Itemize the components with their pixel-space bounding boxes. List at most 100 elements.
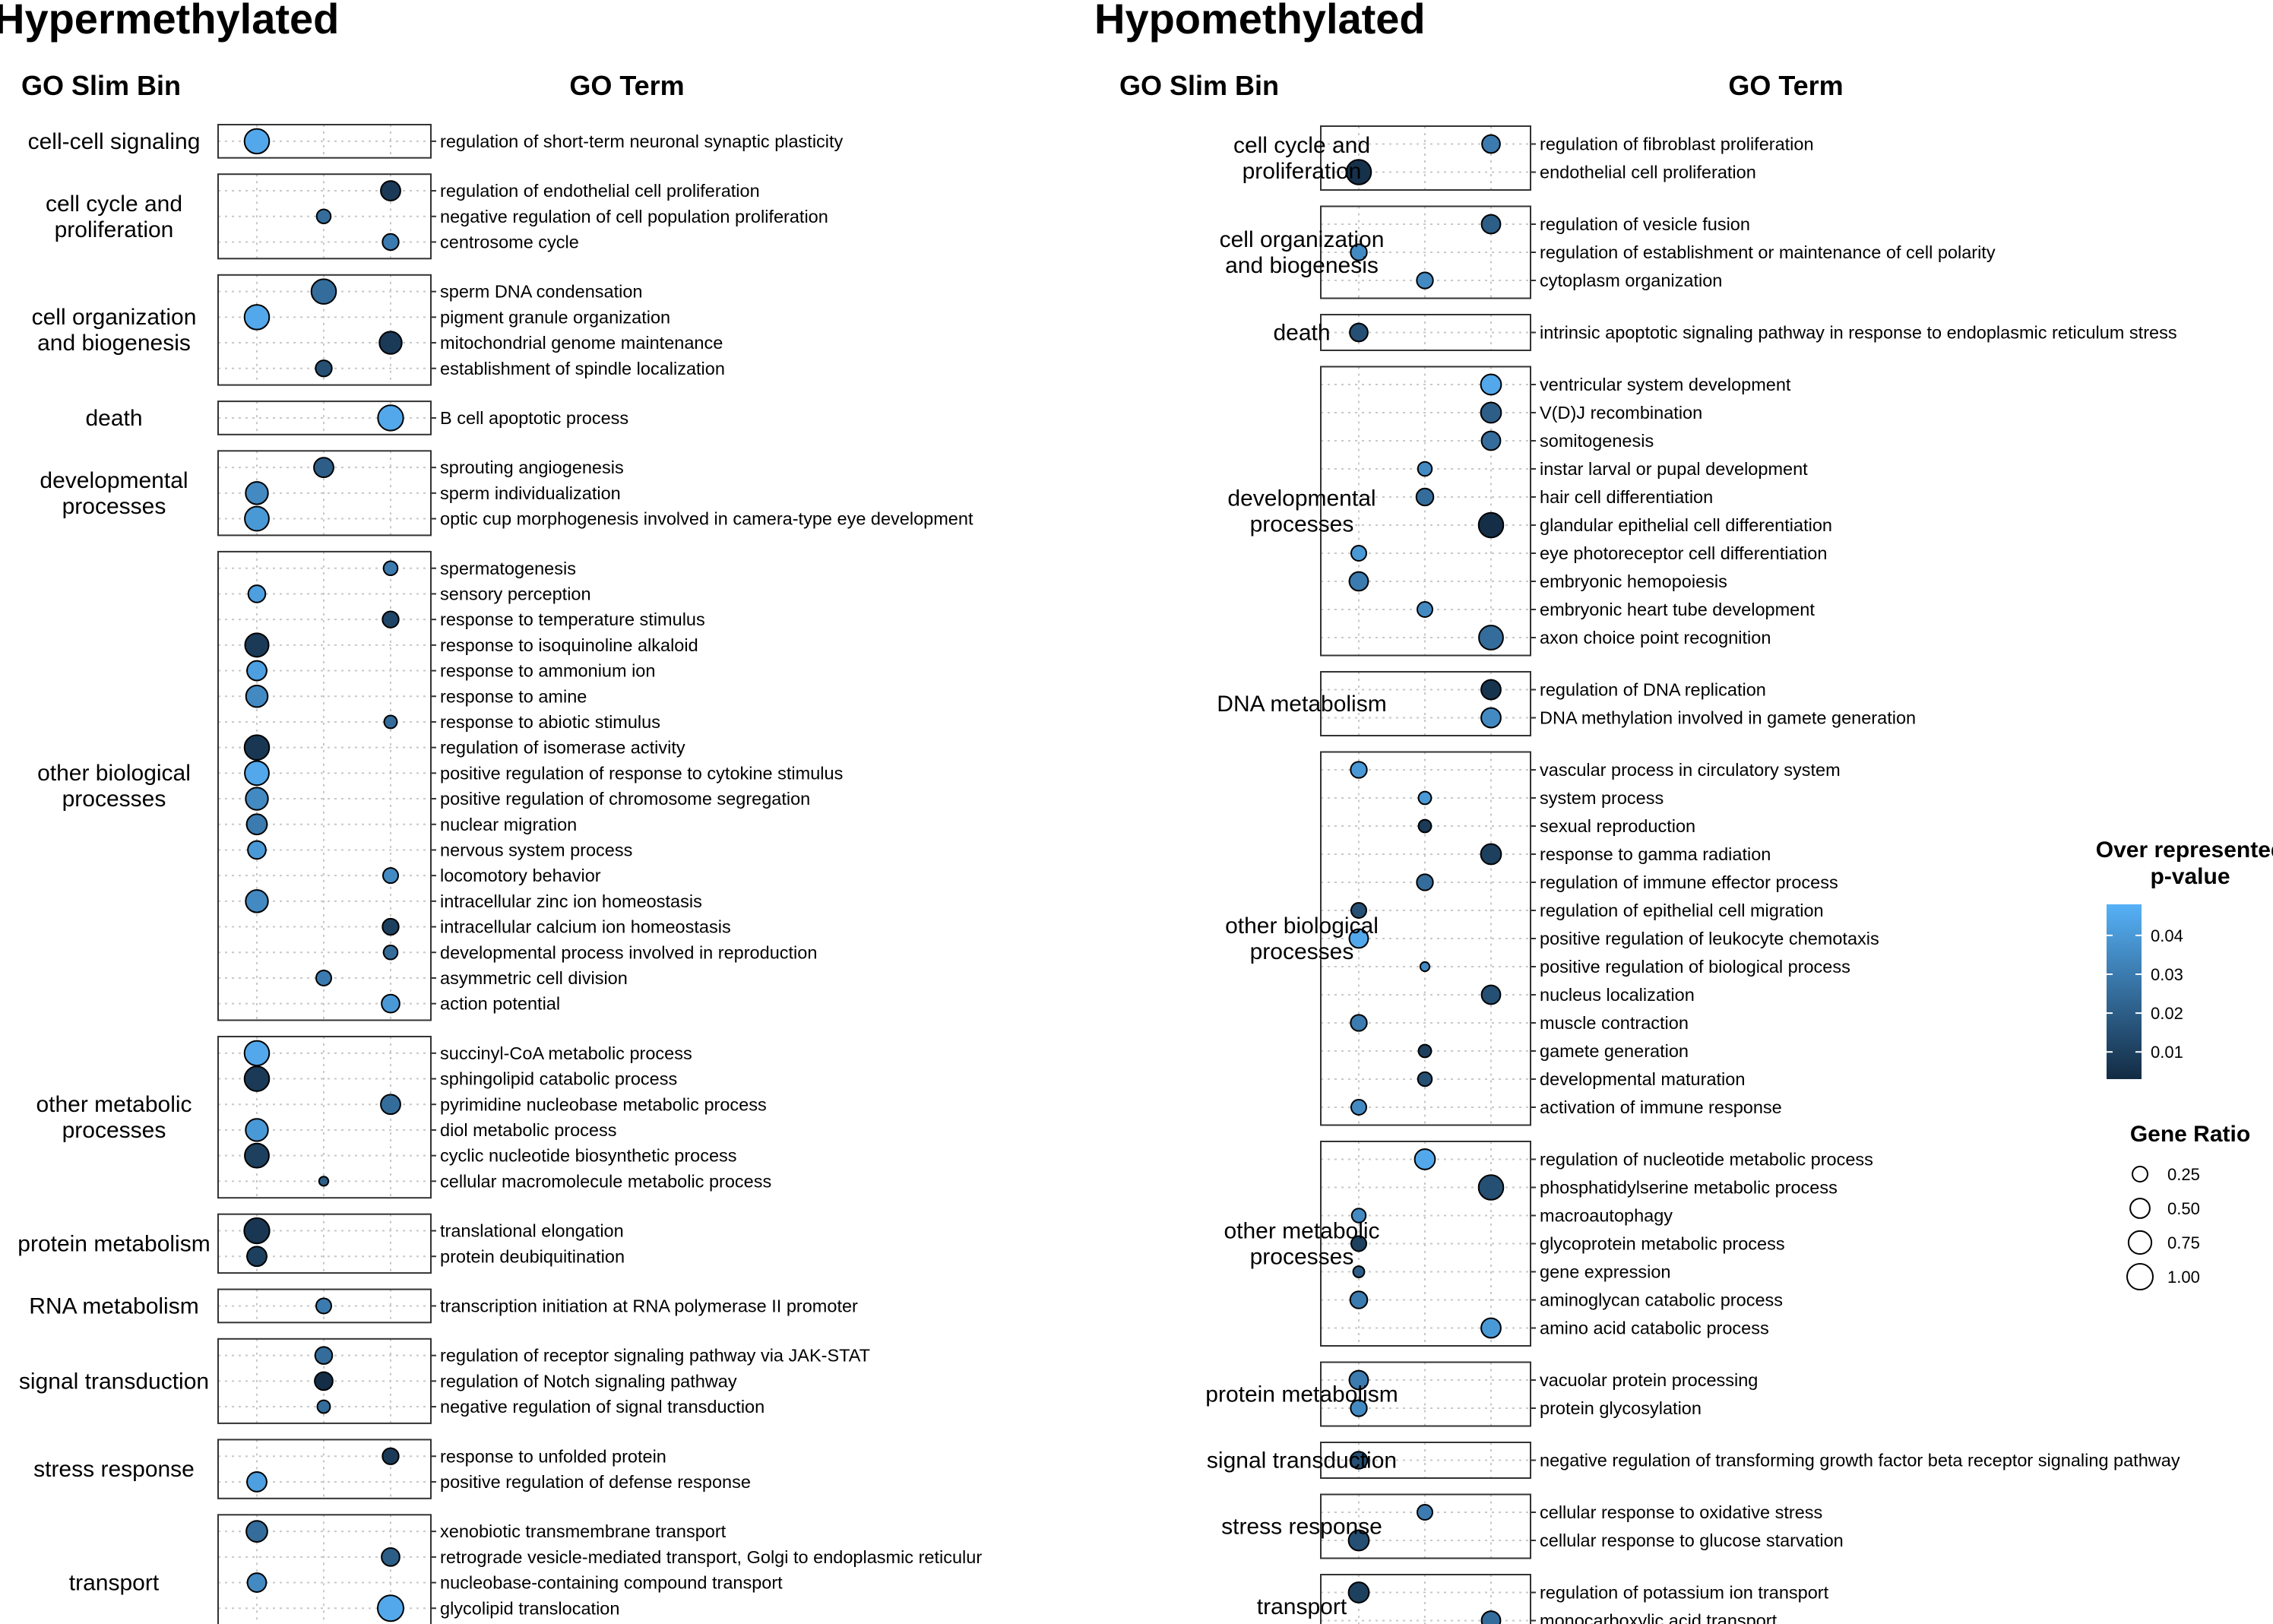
go-slim-bin-group: transcription initiation at RNA polymera… xyxy=(29,1288,858,1324)
go-term-label: regulation of endothelial cell prolifera… xyxy=(440,181,760,201)
go-term-label: intracellular zinc ion homeostasis xyxy=(440,891,702,911)
enrichment-point xyxy=(1350,761,1368,779)
enrichment-point xyxy=(381,1546,400,1567)
enrichment-point xyxy=(315,359,333,378)
enrichment-point xyxy=(1419,961,1431,973)
enrichment-point xyxy=(1347,1581,1370,1603)
go-slim-bin-label: processes xyxy=(1250,512,1354,537)
go-term-label: glycoprotein metabolic process xyxy=(1540,1234,1785,1254)
enrichment-point xyxy=(313,457,334,479)
go-slim-bin-group: regulation of receptor signaling pathway… xyxy=(19,1338,870,1424)
go-slim-bin-label: processes xyxy=(62,1118,166,1143)
go-term-label: hair cell differentiation xyxy=(1540,487,1713,507)
go-term-label: somitogenesis xyxy=(1540,431,1654,451)
go-slim-bin-label: processes xyxy=(1250,1245,1354,1270)
go-term-label: amino acid catabolic process xyxy=(1540,1319,1769,1338)
go-slim-bin-group: regulation of endothelial cell prolifera… xyxy=(46,173,828,260)
size-legend-circle xyxy=(2126,1263,2154,1290)
facet-box xyxy=(217,550,432,1021)
enrichment-point xyxy=(381,1447,400,1465)
go-slim-bin-label: developmental xyxy=(40,468,188,493)
p-value-colorbar xyxy=(2107,904,2142,1079)
enrichment-point xyxy=(244,632,270,658)
go-term-label: embryonic heart tube development xyxy=(1540,600,1815,619)
enrichment-point xyxy=(315,969,332,986)
go-slim-bin-label: cell cycle and xyxy=(46,192,182,217)
go-term-label: vascular process in circulatory system xyxy=(1540,760,1841,780)
go-term-label: sperm DNA condensation xyxy=(440,282,642,302)
go-term-label: regulation of establishment or maintenan… xyxy=(1540,242,1996,262)
enrichment-point xyxy=(1478,625,1504,651)
go-term-label: eye photoreceptor cell differentiation xyxy=(1540,543,1827,563)
enrichment-point xyxy=(381,610,400,628)
go-term-label: centrosome cycle xyxy=(440,232,579,252)
go-term-label: developmental process involved in reprod… xyxy=(440,942,817,962)
enrichment-point xyxy=(381,917,400,936)
go-slim-bin-label: and biogenesis xyxy=(1225,253,1379,278)
go-term-label: negative regulation of signal transducti… xyxy=(440,1397,765,1417)
enrichment-point xyxy=(243,1065,271,1092)
enrichment-point xyxy=(1480,707,1502,729)
go-slim-bin-label: proliferation xyxy=(1243,159,1362,184)
go-term-label: regulation of Notch signaling pathway xyxy=(440,1371,737,1391)
go-term-label: cyclic nucleotide biosynthetic process xyxy=(440,1146,737,1166)
enrichment-point xyxy=(1417,461,1433,477)
facet-box xyxy=(1320,314,1531,351)
go-slim-bin-label: death xyxy=(85,406,142,431)
enrichment-point xyxy=(1352,1265,1366,1278)
size-legend-title: Gene Ratio xyxy=(2130,1122,2250,1147)
go-term-label: establishment of spindle localization xyxy=(440,359,725,378)
enrichment-point xyxy=(245,1520,268,1543)
enrichment-point xyxy=(1348,1369,1369,1391)
facet-box xyxy=(217,1213,432,1274)
go-slim-bin-group: vascular process in circulatory systemsy… xyxy=(1225,751,1879,1126)
panel-title: Hypomethylated xyxy=(1094,0,1426,43)
enrichment-point xyxy=(1480,1317,1502,1339)
panel-title: Hypermethylated xyxy=(0,0,339,43)
go-term-label: ventricular system development xyxy=(1540,375,1791,394)
go-term-label: transcription initiation at RNA polymera… xyxy=(440,1296,858,1315)
enrichment-point xyxy=(314,1346,334,1365)
go-slim-bin-label: processes xyxy=(62,787,166,812)
go-term-label: sexual reproduction xyxy=(1540,816,1695,836)
size-legend-label: 0.50 xyxy=(2167,1199,2200,1218)
go-term-label: developmental maturation xyxy=(1540,1069,1745,1089)
go-term-label: pyrimidine nucleobase metabolic process xyxy=(440,1094,767,1114)
enrichment-point xyxy=(244,505,270,532)
enrichment-point xyxy=(381,993,400,1014)
go-slim-bin-group: regulation of potassium ion transportmon… xyxy=(1257,1574,1829,1624)
enrichment-point xyxy=(316,1399,331,1414)
enrichment-point xyxy=(315,1297,332,1315)
enrichment-point xyxy=(1416,271,1434,290)
facet-box xyxy=(217,124,432,159)
go-slim-bin-label: protein metabolism xyxy=(17,1231,210,1256)
go-term-label: positive regulation of chromosome segreg… xyxy=(440,789,810,809)
enrichment-point xyxy=(245,813,268,836)
go-slim-bin-label: proliferation xyxy=(55,217,174,242)
enrichment-point xyxy=(1350,545,1367,562)
enrichment-point xyxy=(1349,322,1369,343)
go-term-label: optic cup morphogenesis involved in came… xyxy=(440,509,973,529)
go-term-label: sensory perception xyxy=(440,584,591,603)
enrichment-point xyxy=(383,714,398,730)
go-slim-bin-label: cell cycle and xyxy=(1233,133,1370,158)
enrichment-point xyxy=(315,208,332,225)
colorbar-tick-label: 0.04 xyxy=(2151,926,2183,945)
facet-box xyxy=(217,173,432,260)
enrichment-point xyxy=(310,278,337,305)
enrichment-point xyxy=(1348,928,1369,949)
facet-box xyxy=(217,1514,432,1624)
go-term-label: response to ammonium ion xyxy=(440,661,655,681)
go-term-label: asymmetric cell division xyxy=(440,968,628,988)
go-term-label: cellular response to glucose starvation xyxy=(1540,1531,1844,1550)
size-legend-label: 0.25 xyxy=(2167,1165,2200,1184)
go-term-label: positive regulation of defense response xyxy=(440,1472,751,1492)
go-term-label: positive regulation of response to cytok… xyxy=(440,763,843,783)
enrichment-point xyxy=(243,128,271,155)
go-slim-bin-label: protein metabolism xyxy=(1205,1382,1398,1407)
facet-box xyxy=(1320,1361,1531,1427)
enrichment-point xyxy=(1350,243,1368,261)
